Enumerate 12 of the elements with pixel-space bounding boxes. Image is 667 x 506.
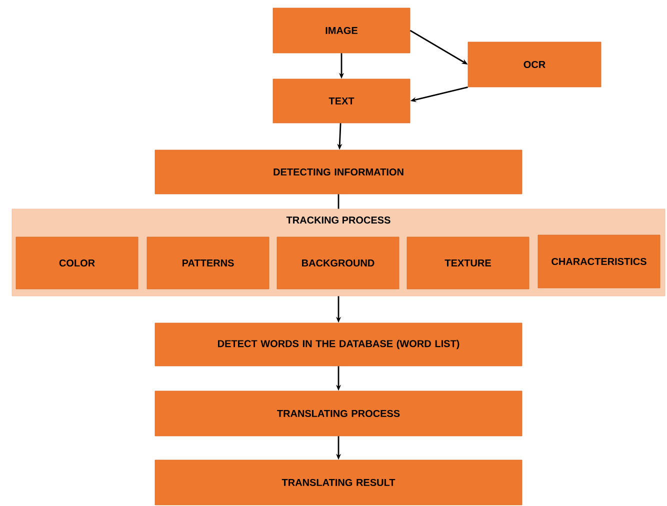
process-box: DETECTING INFORMATION [154, 150, 522, 194]
process-box: TEXTURE [406, 236, 530, 290]
process-box: TRANSLATING PROCESS [154, 390, 522, 436]
process-box: DETECT WORDS IN THE DATABASE (WORD LIST) [154, 322, 522, 366]
process-box: OCR [468, 42, 602, 88]
process-box: CHARACTERISTICS [538, 234, 660, 288]
process-box: COLOR [16, 236, 138, 290]
process-box: IMAGE [272, 8, 410, 54]
process-box: PATTERNS [146, 236, 270, 290]
process-box: TRANSLATING RESULT [154, 460, 522, 506]
process-box: TEXT [272, 78, 410, 124]
process-box: BACKGROUND [276, 236, 400, 290]
